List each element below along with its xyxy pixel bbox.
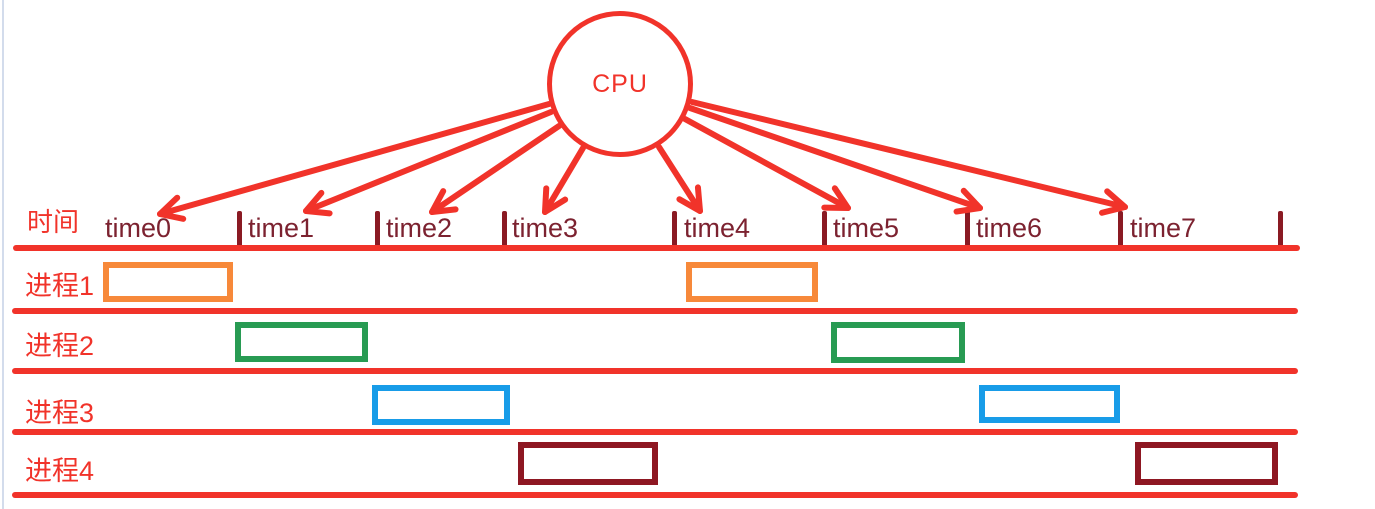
process-run-box xyxy=(831,322,965,363)
timeline-tick xyxy=(672,211,677,250)
cpu-label: CPU xyxy=(592,69,648,98)
cpu-arrow-time0 xyxy=(157,101,552,222)
time-slot-label-6: time6 xyxy=(976,213,1043,243)
process-3-track-line xyxy=(12,429,1298,435)
time-axis-label: 时间 xyxy=(27,207,80,237)
timeline-tick xyxy=(502,211,507,250)
process-2-label: 进程2 xyxy=(25,331,95,361)
timeline-tick xyxy=(965,211,970,250)
cpu-arrow-time2 xyxy=(429,123,562,215)
timeline-tick xyxy=(1278,211,1283,250)
timeline-tick xyxy=(822,211,827,250)
process-run-box xyxy=(235,322,368,362)
process-run-box xyxy=(103,262,233,302)
time-slot-label-1: time1 xyxy=(248,213,315,243)
cpu-arrow-time7 xyxy=(689,99,1128,216)
process-3-label: 进程3 xyxy=(25,398,95,428)
cpu-node: CPU xyxy=(547,11,693,157)
time-slot-label-3: time3 xyxy=(512,213,579,243)
process-run-box xyxy=(686,262,818,302)
time-slot-label-4: time4 xyxy=(684,213,751,243)
process-1-track-line xyxy=(12,308,1298,314)
process-run-box xyxy=(979,385,1120,423)
process-4-label: 进程4 xyxy=(25,456,95,486)
cpu-arrow-time1 xyxy=(303,109,554,217)
process-2-track-line xyxy=(12,368,1298,374)
cpu-arrow-time5 xyxy=(682,116,851,211)
left-edge-divider xyxy=(2,0,4,509)
process-run-box xyxy=(372,385,510,425)
timeline-tick xyxy=(1118,211,1123,250)
cpu-arrow-time3 xyxy=(542,145,586,215)
cpu-arrow-time4 xyxy=(656,144,703,214)
process-run-box xyxy=(1135,442,1278,485)
time-slot-label-5: time5 xyxy=(833,213,900,243)
timeline-axis-line xyxy=(13,245,1300,251)
time-slot-label-7: time7 xyxy=(1130,213,1197,243)
timeline-tick xyxy=(237,211,242,250)
time-slot-label-2: time2 xyxy=(386,213,453,243)
timeline-tick xyxy=(375,211,380,250)
cpu-arrow-time6 xyxy=(687,105,983,215)
process-4-track-line xyxy=(12,492,1298,498)
process-1-label: 进程1 xyxy=(25,271,95,301)
process-run-box xyxy=(518,442,658,485)
